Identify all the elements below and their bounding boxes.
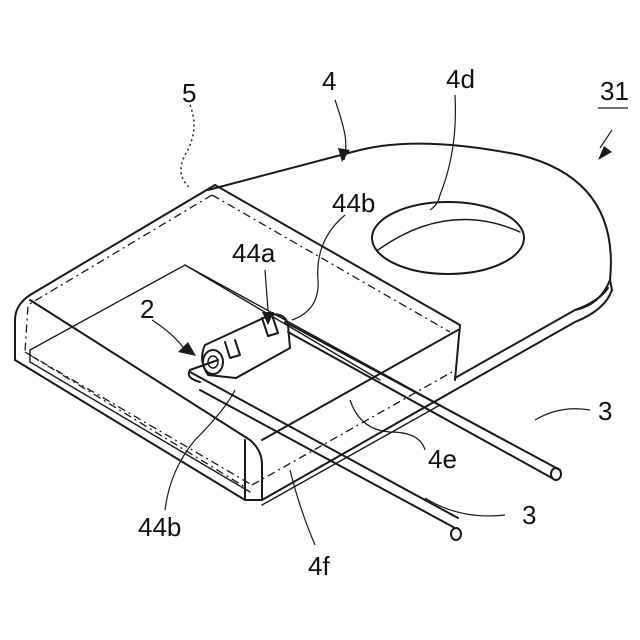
label-4: 4 [322,66,336,96]
label-4f: 4f [308,551,330,581]
label-31: 31 [600,76,629,106]
lead-wires [189,322,561,540]
label-44b-bottom: 44b [138,512,181,542]
lead-frame [30,265,440,505]
label-44a: 44a [232,238,276,268]
label-2: 2 [140,294,154,324]
center-hole [372,202,524,274]
label-44b-top: 44b [332,188,375,218]
label-3-lower: 3 [522,500,536,530]
sensor-element [202,314,290,378]
label-3-upper: 3 [598,396,612,426]
label-4d: 4d [446,64,475,94]
resin-block [15,185,460,500]
label-4e: 4e [428,444,457,474]
label-5: 5 [182,78,196,108]
